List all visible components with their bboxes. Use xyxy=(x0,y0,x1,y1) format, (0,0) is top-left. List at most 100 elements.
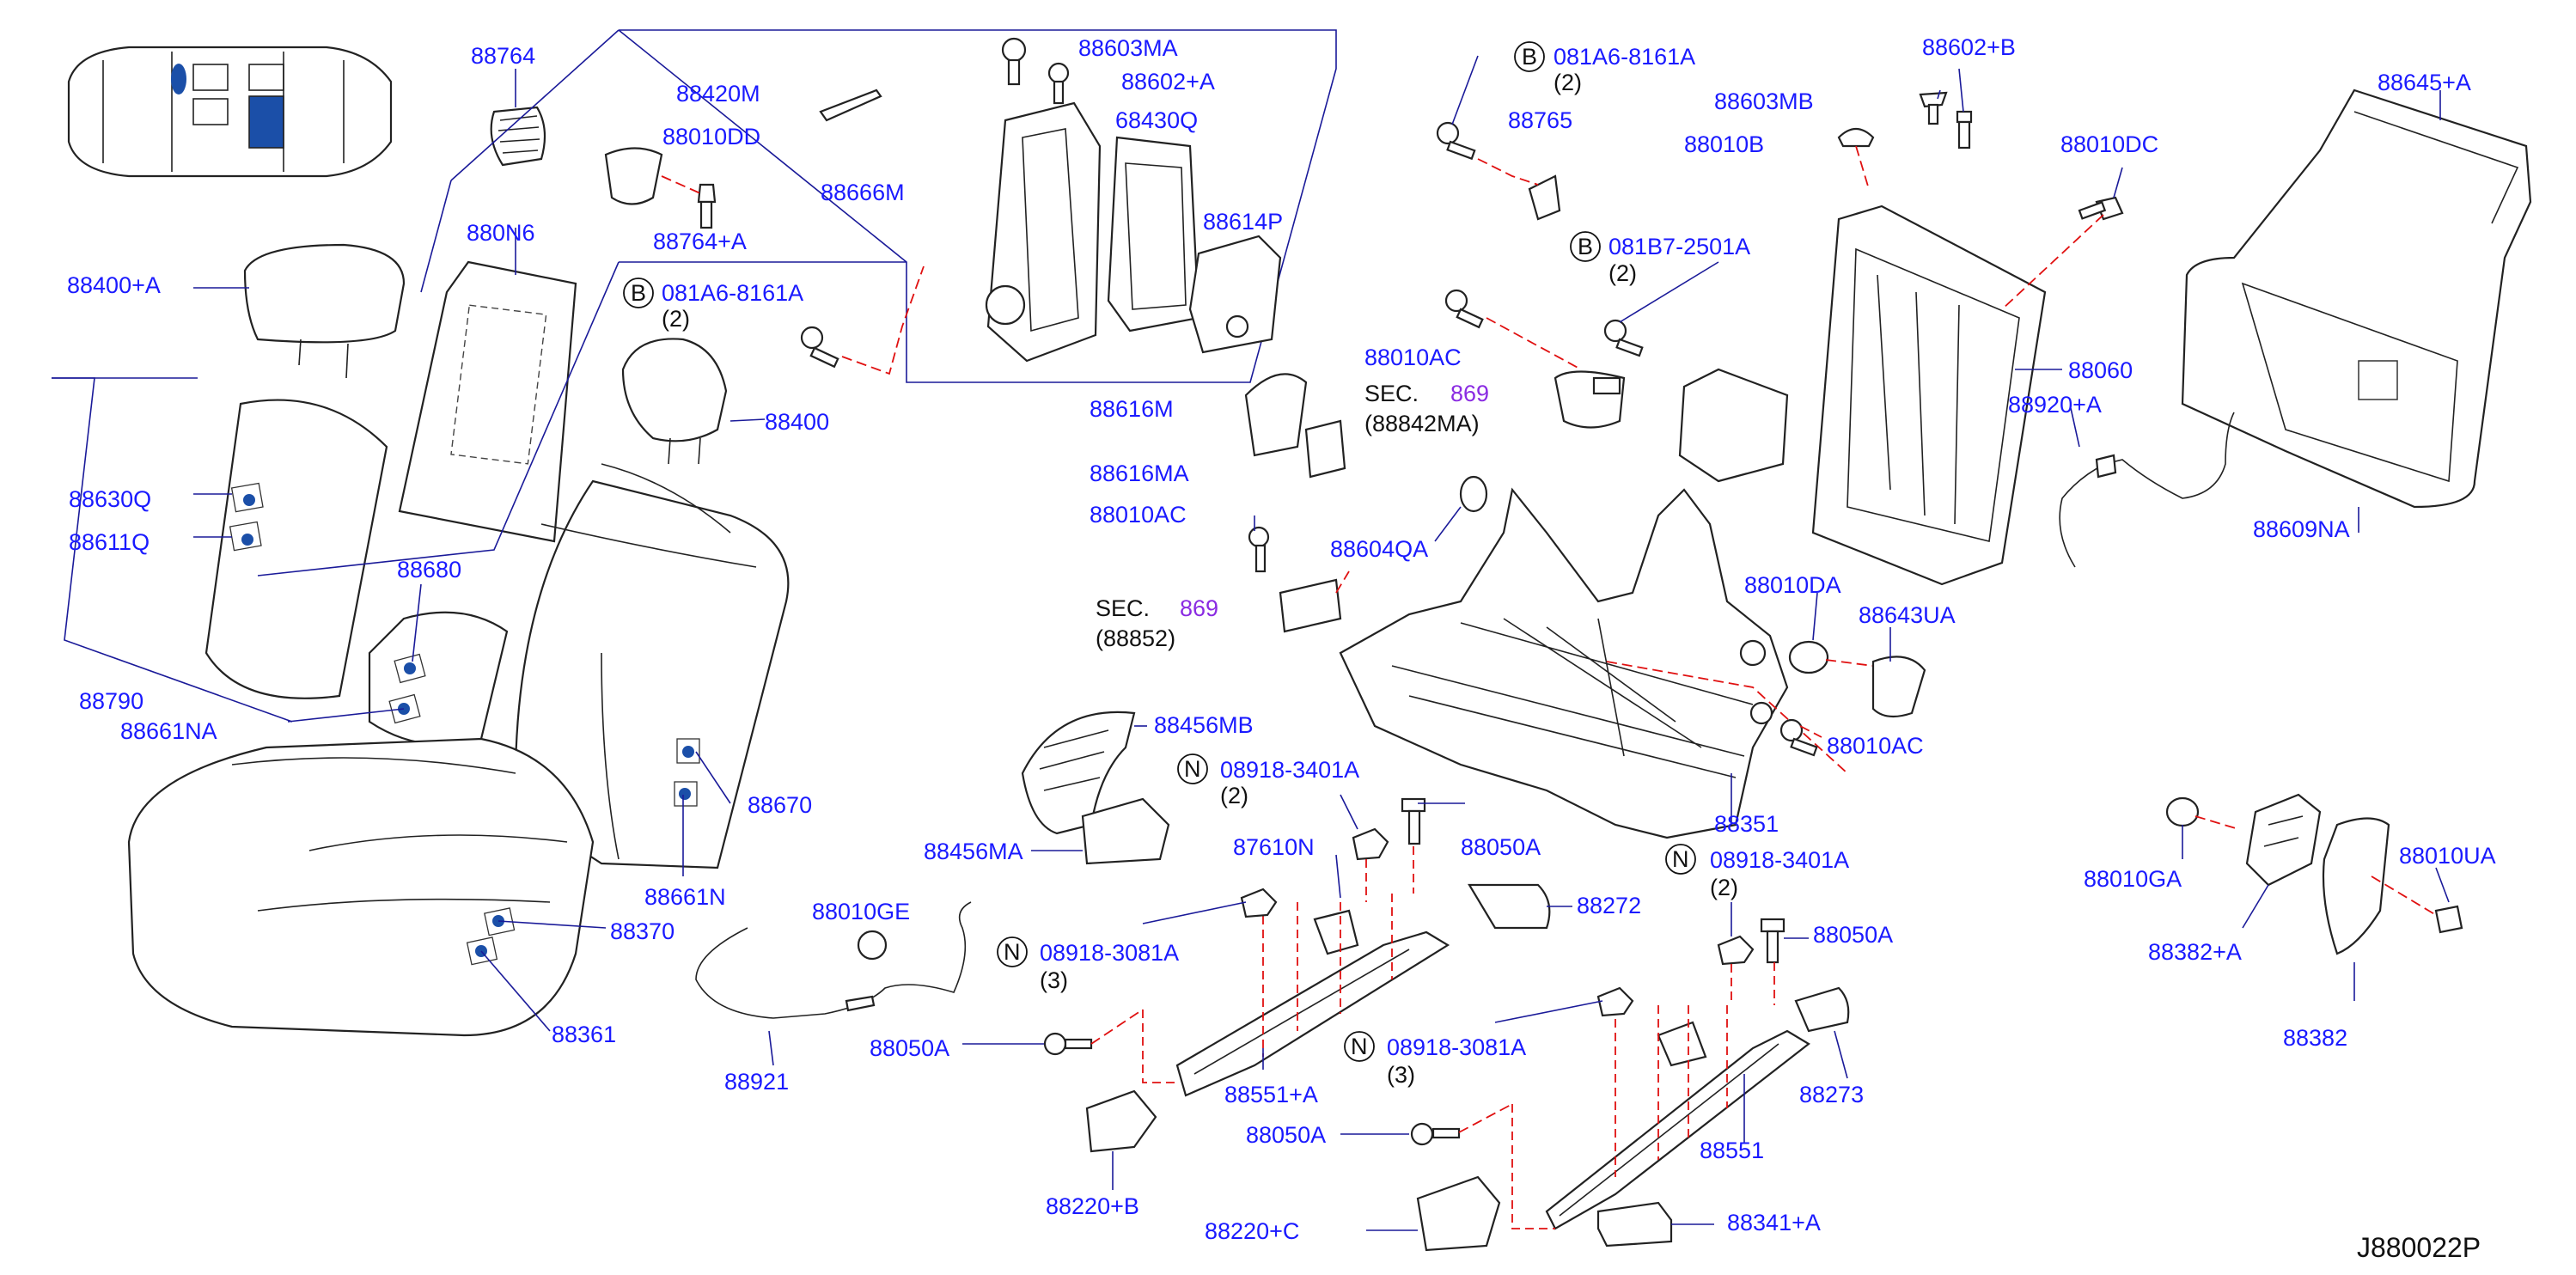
part-88050A-left-screw-icon xyxy=(1043,1032,1093,1056)
svg-text:N: N xyxy=(1672,846,1689,872)
label-sec-text-1: SEC. xyxy=(1364,381,1419,406)
label-88765: 88765 xyxy=(1508,107,1572,133)
part-88680-pad-icon xyxy=(368,611,509,746)
circle-N4-icon: N xyxy=(1344,1031,1375,1062)
part-88010AC-right-screw-icon xyxy=(1779,718,1818,757)
part-88616M-bracket-icon xyxy=(1244,373,1308,457)
label-88060: 88060 xyxy=(2068,357,2133,383)
label-88670: 88670 xyxy=(748,792,812,818)
svg-text:B: B xyxy=(1578,234,1593,259)
label-88790: 88790 xyxy=(79,688,143,714)
part-08918-3401A-nut-icon xyxy=(1352,827,1389,861)
label-08918-3081A-1: 08918-3081A xyxy=(1040,940,1179,966)
label-88764A: 88764+A xyxy=(653,229,747,254)
part-88010AC-mid-screw-icon xyxy=(1248,526,1270,573)
label-sec-num-2: 869 xyxy=(1180,595,1218,621)
label-88010AC-mid: 88010AC xyxy=(1090,502,1187,528)
label-88220B: 88220+B xyxy=(1046,1193,1139,1219)
drawing-reference: J880022P xyxy=(2357,1232,2481,1263)
label-88603MB: 88603MB xyxy=(1714,88,1814,114)
part-88273-trim-icon xyxy=(1794,986,1850,1033)
part-081B7-screw-icon xyxy=(1603,319,1644,357)
label-081A6-left: 081A6-8161A xyxy=(662,280,803,306)
label-sec-ref-1: (88842MA) xyxy=(1364,411,1480,436)
label-08918-3081A-2: 08918-3081A xyxy=(1387,1034,1526,1060)
label-081A6-top: 081A6-8161A xyxy=(1554,44,1695,70)
part-88609NA-panel-icon xyxy=(2181,88,2532,509)
label-88010DC: 88010DC xyxy=(2060,131,2158,157)
part-88603MA-clip-icon xyxy=(1001,37,1027,86)
label-88341A: 88341+A xyxy=(1727,1210,1821,1235)
label-88351: 88351 xyxy=(1714,811,1779,837)
label-88661N: 88661N xyxy=(644,884,726,910)
label-88456MB: 88456MB xyxy=(1154,712,1254,738)
part-08918-3401A-nut2-icon xyxy=(1717,935,1755,966)
label-88602A: 88602+A xyxy=(1121,69,1215,95)
label-08918-3401A-1-qty: (2) xyxy=(1220,783,1248,808)
part-88400A-headrest-icon xyxy=(243,243,406,379)
part-88050A-low-screw-icon xyxy=(1410,1122,1461,1146)
part-88921-cable-icon xyxy=(695,901,972,1019)
label-88643UA: 88643UA xyxy=(1859,602,1956,628)
label-88010UA: 88010UA xyxy=(2399,843,2496,869)
part-88616MA-plate-icon xyxy=(1304,419,1346,479)
part-88010UA-cap-icon xyxy=(2434,905,2463,934)
label-08918-3401A-1: 08918-3401A xyxy=(1220,757,1359,783)
part-88666M-frame-icon xyxy=(985,101,1102,363)
label-88400A: 88400+A xyxy=(67,272,161,298)
label-88220C: 88220+C xyxy=(1205,1218,1299,1244)
label-88645A: 88645+A xyxy=(2378,70,2471,95)
part-88603MB-clip-icon xyxy=(1919,91,1948,125)
svg-text:N: N xyxy=(1351,1034,1368,1059)
part-88602B-clip-icon xyxy=(1956,110,1973,149)
label-88010DD: 88010DD xyxy=(662,124,760,149)
label-88602B: 88602+B xyxy=(1922,34,2016,60)
label-88370: 88370 xyxy=(610,918,675,944)
part-88050A-mid-screw-icon xyxy=(1401,797,1426,845)
label-88272: 88272 xyxy=(1577,893,1641,918)
part-88765-bracket-icon xyxy=(1528,174,1561,221)
part-88382-cover-icon xyxy=(2322,817,2390,955)
part-88010AC-top-screw-icon xyxy=(1444,289,1484,329)
part-88643UA-cover-icon xyxy=(1871,656,1926,718)
car-locator-icon xyxy=(67,46,393,178)
label-sec-ref-2: (88852) xyxy=(1096,625,1175,651)
label-88010GA: 88010GA xyxy=(2084,866,2182,892)
part-88010B-cap-icon xyxy=(1837,127,1875,148)
part-88920A-cable-icon xyxy=(2059,412,2235,568)
label-88551A: 88551+A xyxy=(1224,1082,1318,1107)
label-081A6-left-qty: (2) xyxy=(662,306,690,332)
part-seatback-icon xyxy=(514,463,790,869)
label-87610N: 87610N xyxy=(1233,834,1315,860)
svg-text:B: B xyxy=(1522,44,1537,70)
label-88361: 88361 xyxy=(552,1022,616,1047)
label-sec-num-1: 869 xyxy=(1450,381,1489,406)
label-88551: 88551 xyxy=(1700,1138,1764,1163)
part-88842MA-bracket-icon xyxy=(1678,368,1789,483)
label-88050A-mid: 88050A xyxy=(1461,834,1541,860)
part-88341A-block-icon xyxy=(1596,1201,1673,1248)
label-88614P: 88614P xyxy=(1203,209,1283,235)
part-seat-cushion-icon xyxy=(127,737,595,1037)
label-08918-3401A-2: 08918-3401A xyxy=(1710,847,1849,873)
label-88382A: 88382+A xyxy=(2148,939,2242,965)
part-88420M-strap-icon xyxy=(819,88,882,122)
part-88010DD-screw-icon xyxy=(697,183,717,229)
part-88764-pad-icon xyxy=(490,106,546,167)
svg-text:N: N xyxy=(1004,939,1021,965)
label-081B7-qty: (2) xyxy=(1608,260,1637,286)
part-08918-3081A-nut-icon xyxy=(1240,888,1278,918)
part-88400-headrest-icon xyxy=(621,338,728,465)
part-88842MA-retractor-icon xyxy=(1554,370,1626,429)
circle-B-icon: B xyxy=(623,278,654,308)
part-88220B-cover-icon xyxy=(1085,1089,1157,1153)
svg-text:B: B xyxy=(631,280,646,306)
part-88602A-clip-icon xyxy=(1047,62,1070,105)
label-88921: 88921 xyxy=(724,1069,789,1095)
label-88010DA: 88010DA xyxy=(1744,572,1841,598)
part-88456MA-cover-icon xyxy=(1081,797,1170,865)
label-88400: 88400 xyxy=(765,409,829,435)
label-88382: 88382 xyxy=(2283,1025,2347,1051)
label-08918-3081A-1-qty: (3) xyxy=(1040,967,1068,993)
